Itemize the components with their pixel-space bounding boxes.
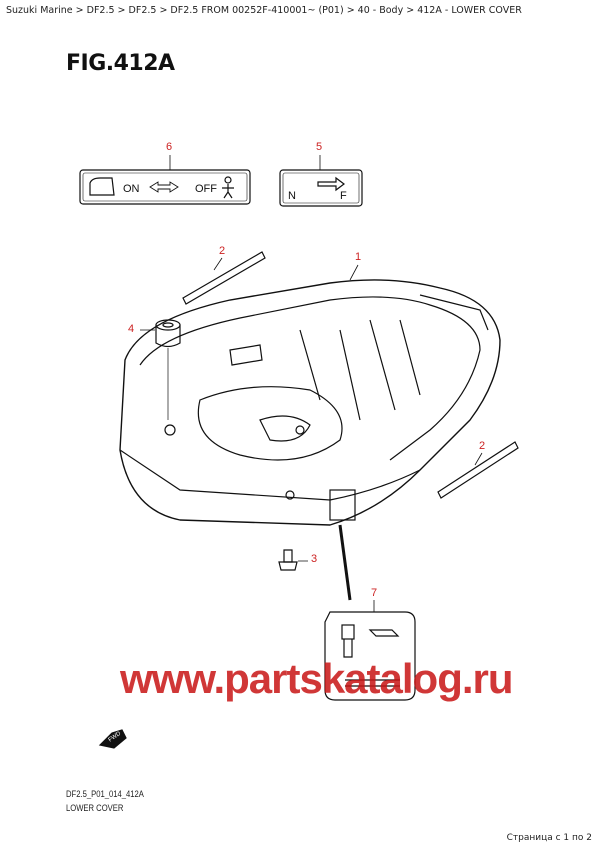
callout-2-right[interactable]: 2 bbox=[479, 440, 486, 452]
seal-strip-right bbox=[437, 441, 519, 499]
detail-7 bbox=[324, 611, 416, 701]
decal-f-text: F bbox=[340, 190, 347, 202]
callout-6[interactable]: 6 bbox=[166, 141, 173, 153]
page-info: Страница с 1 по 2 bbox=[506, 833, 592, 843]
callout-4[interactable]: 4 bbox=[128, 323, 135, 335]
bolt-part bbox=[278, 549, 298, 571]
callout-2-top[interactable]: 2 bbox=[219, 245, 226, 257]
drawing-code: DF2.5_P01_014_412A bbox=[66, 789, 144, 799]
seal-strip-top bbox=[182, 251, 266, 305]
breadcrumb[interactable]: Suzuki Marine > DF2.5 > DF2.5 > DF2.5 FR… bbox=[6, 5, 522, 16]
callout-5[interactable]: 5 bbox=[316, 141, 323, 153]
callout-1[interactable]: 1 bbox=[355, 251, 362, 263]
decal-6: ON OFF bbox=[79, 169, 251, 205]
callout-7[interactable]: 7 bbox=[371, 587, 378, 599]
lower-cover-part bbox=[119, 279, 501, 526]
fwd-arrow-icon bbox=[98, 729, 127, 749]
figure-title: FIG.412A bbox=[66, 51, 175, 76]
decal-n-text: N bbox=[288, 190, 296, 202]
watermark: www.partskatalog.ru bbox=[120, 655, 514, 702]
decal-on-text: ON bbox=[123, 183, 140, 195]
decal-5: N F bbox=[279, 169, 363, 207]
callout-3[interactable]: 3 bbox=[311, 553, 318, 565]
decal-off-text: OFF bbox=[195, 183, 217, 195]
drawing-title: LOWER COVER bbox=[66, 803, 124, 813]
